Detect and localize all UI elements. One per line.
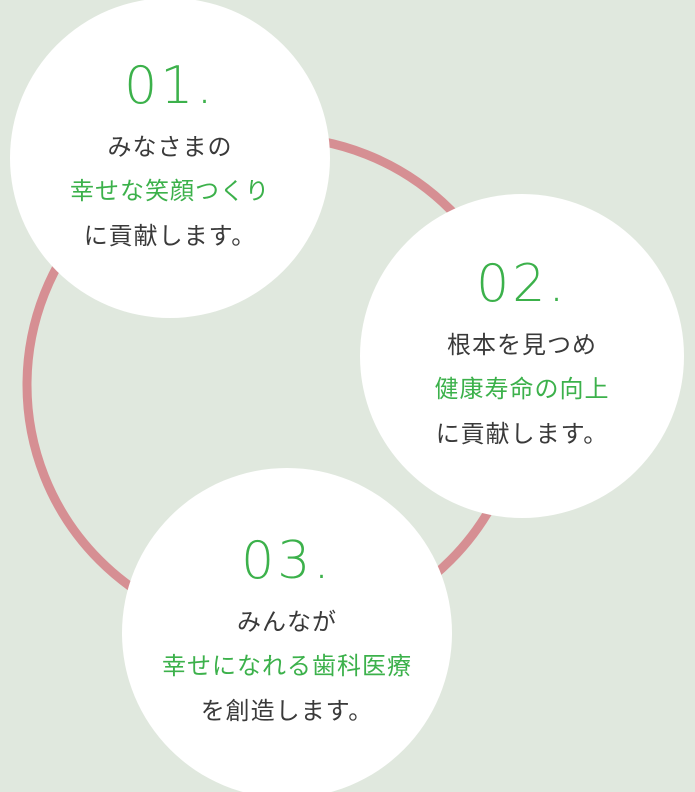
mission-3-line-1: みんなが [237,608,337,636]
mission-3-line-2-highlight: 幸せになれる歯科医療 [162,652,412,681]
mission-number-3: 03. [241,530,333,591]
mission-number-1: 01. [124,55,216,116]
mission-circle-1: 01. みなさまの 幸せな笑顔つくり に貢献します。 [10,0,330,318]
mission-3-line-3: を創造します。 [200,696,374,725]
mission-2-line-3: に貢献します。 [435,419,609,448]
mission-1-line-1: みなさまの [107,133,233,161]
mission-2-line-2-highlight: 健康寿命の向上 [434,375,610,404]
mission-circle-3: 03. みんなが 幸せになれる歯科医療 を創造します。 [122,468,452,792]
mission-2-line-1: 根本を見つめ [447,331,597,359]
mission-1-line-2-highlight: 幸せな笑顔つくり [70,177,270,206]
mission-circle-2: 02. 根本を見つめ 健康寿命の向上 に貢献します。 [360,194,684,518]
mission-1-line-3: に貢献します。 [83,221,257,250]
mission-number-2: 02. [476,253,568,314]
